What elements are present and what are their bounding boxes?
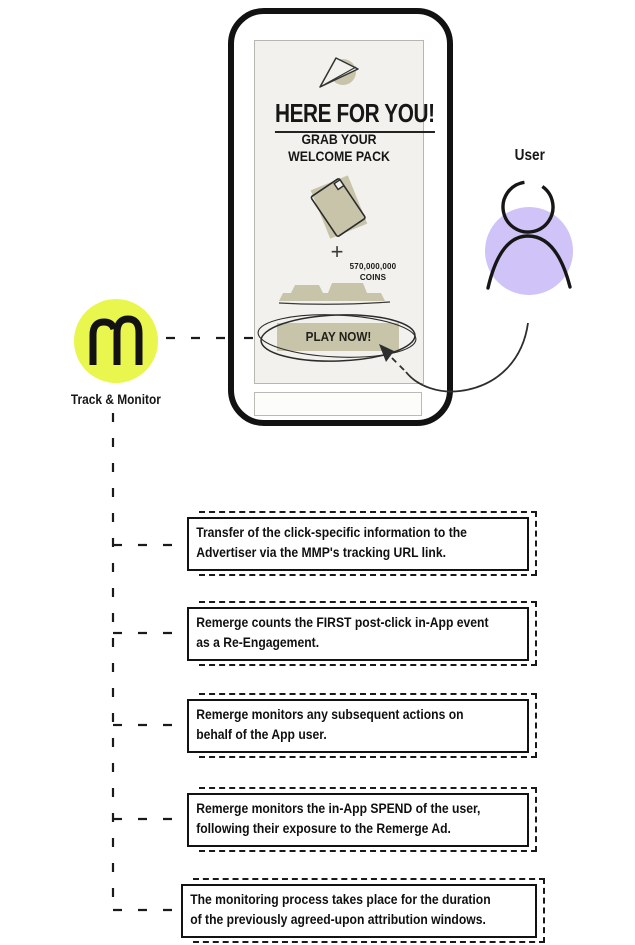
- step-1-line2: Advertiser via the MMP's tracking URL li…: [196, 544, 446, 560]
- step-box-2: Remerge counts the FIRST post-click in-A…: [187, 601, 537, 666]
- coins-stack-icon: [278, 283, 391, 305]
- app-banner-placeholder: [254, 392, 422, 416]
- gift-card-icon: [310, 175, 368, 239]
- track-monitor-label: Track & Monitor: [71, 391, 161, 407]
- step-3-line1: Remerge monitors any subsequent actions …: [196, 707, 464, 722]
- user-label: User: [514, 147, 546, 164]
- step-5-line1: The monitoring process takes place for t…: [190, 892, 491, 907]
- step-3-line2: behalf of the App user.: [196, 726, 327, 742]
- remerge-logo: [89, 315, 143, 365]
- subheadline-line1: GRAB YOUR: [301, 131, 377, 147]
- phone-frame: HERE FOR YOU! GRAB YOUR WELCOME PACK + 5…: [228, 8, 453, 426]
- user-avatar-icon: [485, 180, 573, 295]
- cone-icon: [319, 57, 359, 88]
- play-now-button[interactable]: PLAY NOW!: [277, 323, 399, 351]
- plus-icon: +: [330, 239, 344, 264]
- coins-amount: 570,000,000: [349, 262, 397, 271]
- phone-screen: HERE FOR YOU! GRAB YOUR WELCOME PACK + 5…: [254, 40, 435, 384]
- step-box-1: Transfer of the click-specific informati…: [187, 511, 537, 576]
- step-box-4: Remerge monitors the in-App SPEND of the…: [187, 787, 537, 852]
- step-2-line2: as a Re-Engagement.: [196, 634, 320, 650]
- coins-caption: 570,000,000 COINS: [340, 262, 406, 283]
- step-1-line1: Transfer of the click-specific informati…: [196, 525, 467, 540]
- step-5-line2: of the previously agreed-upon attributio…: [190, 911, 486, 927]
- coins-label: COINS: [359, 272, 387, 282]
- step-4-line2: following their exposure to the Remerge …: [196, 820, 451, 836]
- step-4-line1: Remerge monitors the in-App SPEND of the…: [196, 801, 481, 816]
- step-box-3: Remerge monitors any subsequent actions …: [187, 693, 537, 758]
- welcome-headline: HERE FOR YOU!: [274, 98, 435, 133]
- welcome-subheadline: GRAB YOUR WELCOME PACK: [255, 131, 423, 165]
- step-box-5: The monitoring process takes place for t…: [181, 878, 545, 943]
- subheadline-line2: WELCOME PACK: [288, 148, 390, 164]
- step-2-line1: Remerge counts the FIRST post-click in-A…: [196, 615, 489, 630]
- remerge-logo-circle: [74, 299, 158, 383]
